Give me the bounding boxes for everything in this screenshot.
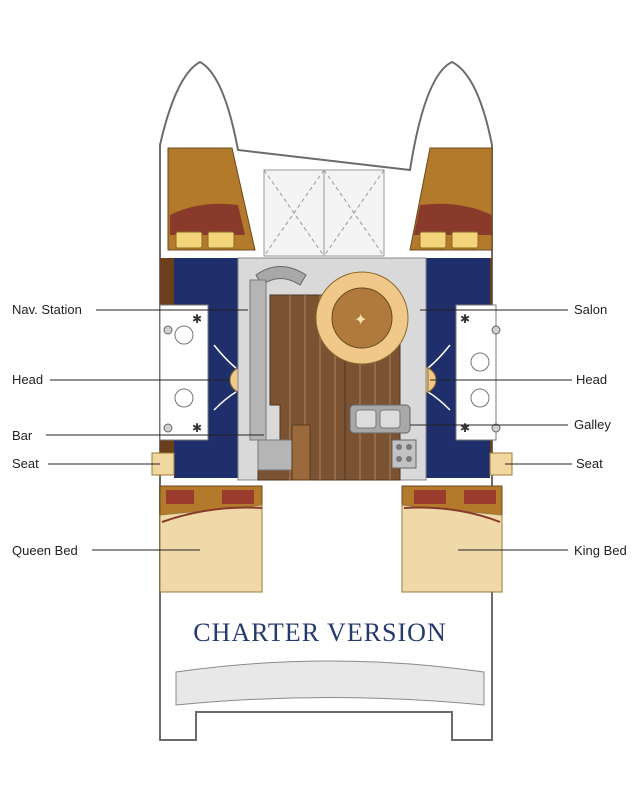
label-head-left: Head — [12, 372, 44, 387]
label-king-bed: King Bed — [574, 543, 627, 558]
toilet-right-2 — [470, 388, 490, 408]
aft-deck — [175, 660, 485, 706]
king-bed-area — [401, 485, 503, 593]
forward-cabin-right — [409, 147, 493, 251]
label-nav-station: Nav. Station — [12, 302, 82, 317]
svg-text:✦: ✦ — [354, 310, 367, 329]
svg-text:✱: ✱ — [460, 421, 470, 435]
svg-text:✱: ✱ — [460, 312, 470, 326]
toilet-left-1 — [174, 325, 194, 345]
label-salon: Salon — [574, 302, 608, 317]
forward-cabin-left — [167, 147, 256, 251]
forward-deck — [263, 169, 385, 257]
label-galley: Galley — [574, 417, 611, 432]
right-cabin-block: ✱ ✱ — [403, 258, 501, 478]
label-seat-left: Seat — [12, 456, 39, 471]
left-cabin-block: ✱ ✱ — [159, 258, 263, 478]
label-seat-right: Seat — [576, 456, 603, 471]
svg-text:✱: ✱ — [192, 312, 202, 326]
label-queen-bed: Queen Bed — [12, 543, 78, 558]
diagram-title: CHARTER VERSION — [193, 618, 447, 647]
salon-area: ✦ — [237, 257, 427, 481]
label-bar: Bar — [12, 428, 33, 443]
label-head-right: Head — [576, 372, 608, 387]
svg-text:✱: ✱ — [192, 421, 202, 435]
queen-bed-area — [159, 485, 263, 593]
leader-lines — [46, 309, 572, 551]
toilet-left-2 — [174, 388, 194, 408]
toilet-right-1 — [470, 352, 490, 372]
